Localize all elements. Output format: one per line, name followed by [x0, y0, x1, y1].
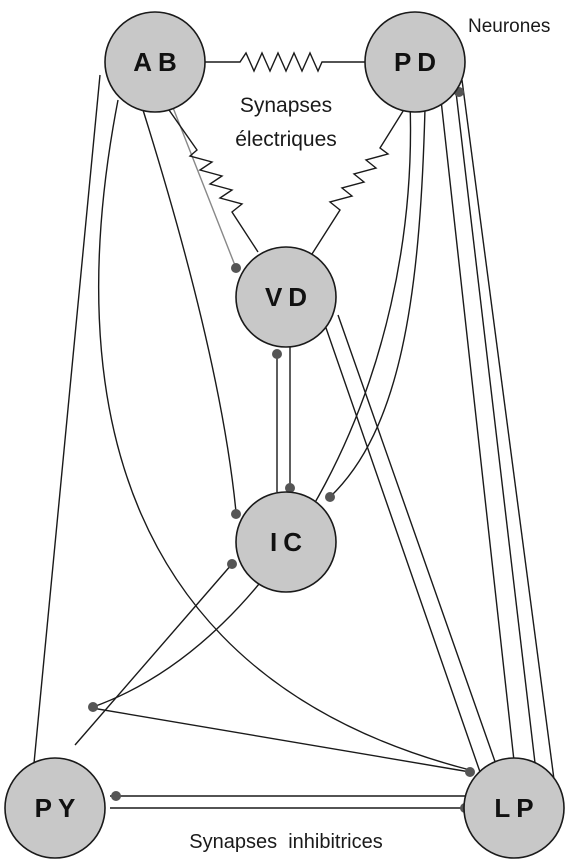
- edge-ab-ic: [142, 109, 237, 513]
- node-label-vd: VD: [265, 282, 313, 312]
- node-label-pd: PD: [394, 47, 442, 77]
- node-ab: [104, 11, 206, 113]
- electrical-ab-vd: [161, 99, 259, 253]
- terminal: [231, 509, 241, 519]
- edge-pd-py: [92, 101, 412, 708]
- edge-vd-lp-2: [337, 314, 506, 791]
- edge-vd-lp-1: [324, 324, 489, 796]
- terminal: [285, 483, 295, 493]
- electrical-ab-pd: [205, 51, 372, 73]
- terminal: [325, 492, 335, 502]
- edge-pd-lp-1: [440, 99, 518, 789]
- node-label-py: PY: [35, 793, 82, 823]
- node-vd: [235, 246, 337, 348]
- label-inhibitory: Synapses inhibitrices: [189, 831, 382, 853]
- label-electrical-1: Synapses: [240, 94, 332, 117]
- node-label-ic: IC: [270, 527, 308, 557]
- edge-ab-lp-lower: [91, 707, 471, 773]
- edge-pd-ic: [329, 107, 426, 498]
- node-ic: [235, 491, 337, 593]
- node-pd: [364, 11, 466, 113]
- edge-pd-lp-2: [455, 91, 538, 781]
- electrical-pd-vd: [311, 99, 411, 255]
- edge-pd-lp-3: [461, 79, 556, 788]
- terminal: [272, 349, 282, 359]
- terminal: [88, 702, 98, 712]
- edge-ab-py: [29, 74, 101, 806]
- node-lp: [463, 757, 565, 859]
- terminal: [111, 791, 121, 801]
- label-neurones: Neurones: [468, 16, 550, 37]
- node-py: [4, 757, 106, 859]
- edge-ab-lp: [98, 99, 471, 771]
- terminal: [227, 559, 237, 569]
- terminal: [231, 263, 241, 273]
- node-label-lp: LP: [494, 793, 539, 823]
- edge-ic-py: [74, 563, 233, 746]
- label-electrical-2: électriques: [235, 128, 337, 151]
- node-label-ab: AB: [133, 47, 183, 77]
- terminal: [465, 767, 475, 777]
